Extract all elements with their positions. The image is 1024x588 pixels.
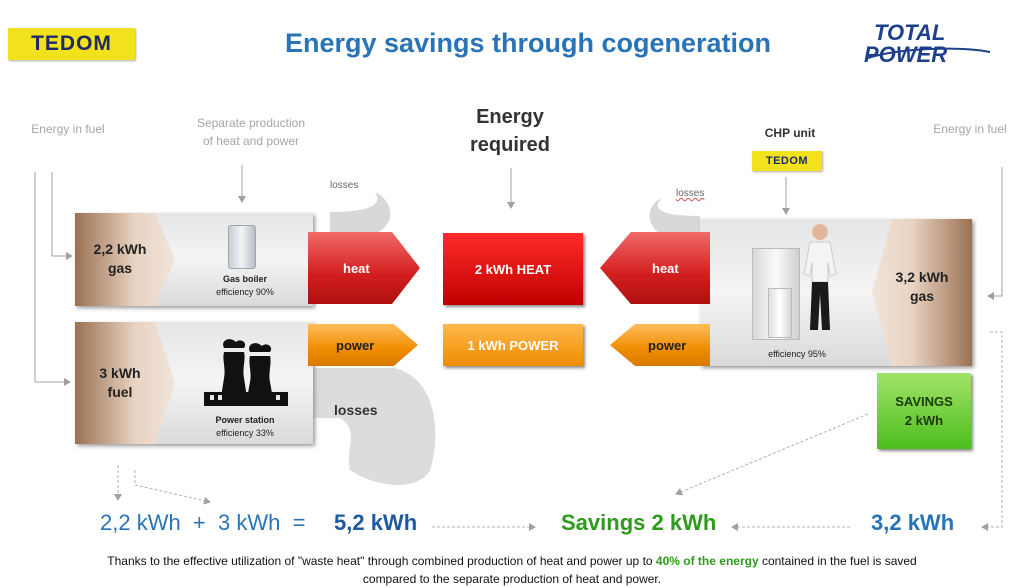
right-gas-text: 3,2 kWh gas [882,268,962,306]
savings-box: SAVINGS 2 kWh [877,373,971,449]
losses-big-label: losses [334,402,378,418]
left-gas-text: 2,2 kWh gas [80,240,160,278]
totalpower-line2: POWER [864,42,947,67]
heat-required-box: 2 kWh HEAT [443,233,583,305]
left-power-arrow: power [308,324,418,366]
savings-line2: 2 kWh [904,413,944,428]
power-station-caption: Power station efficiency 33% [190,414,300,440]
left-gas-label: gas [107,260,133,276]
losses-label-left: losses [330,180,359,191]
energy-required-line2: required [469,134,551,156]
gas-input-block [75,213,175,306]
equation-total: 5,2 kWh [334,510,418,535]
footer-line1: Thanks to the effective utilization of "… [20,552,1004,570]
totalpower-line1: TOTAL [874,20,945,45]
footer-line2: compared to the separate production of h… [362,572,662,586]
separate-line1: Separate production [196,116,306,130]
left-heat-label: heat [343,260,370,276]
chp-efficiency: efficiency 95% [768,349,826,359]
energy-in-fuel-right: Energy in fuel [933,122,1007,136]
right-power-label: power [648,337,687,353]
energy-required-label: Energy required [440,103,580,159]
gas-boiler-name: Gas boiler [222,274,267,284]
power-station-name: Power station [215,415,275,425]
savings-line1: SAVINGS [895,394,953,409]
footer-part1: Thanks to the effective utilization of "… [107,554,656,568]
right-heat-label: heat [652,260,679,276]
power-station-icon [204,339,288,406]
footer-part2: contained in the fuel is saved [758,554,917,568]
right-gas-label: gas [909,288,935,304]
chp-unit-label: CHP unit [764,126,816,140]
gas-boiler-efficiency: efficiency 90% [216,287,274,297]
left-gas-value: 2,2 kWh [93,241,147,257]
left-power-label: power [336,337,375,353]
chp-gas-block [872,219,972,366]
person-icon [803,224,837,330]
power-required-label: 1 kWh POWER [467,337,559,353]
power-station-efficiency: efficiency 33% [216,428,274,438]
footer-note: Thanks to the effective utilization of "… [20,552,1004,588]
equation-savings: Savings 2 kWh [561,510,717,535]
footer-highlight: 40% of the energy [655,554,759,568]
gas-boiler-icon [228,225,256,269]
energy-required-line1: Energy [476,106,544,128]
left-fuel-text: 3 kWh fuel [80,364,160,402]
chp-unit-front [768,288,792,338]
tedom-logo: TEDOM [8,28,135,60]
fuel-input-block [75,322,175,444]
losses-label-right: losses [676,188,705,199]
right-gas-value: 3,2 kWh [895,269,949,285]
energy-in-fuel-left: Energy in fuel [31,122,105,136]
left-fuel-label: fuel [107,384,133,400]
gas-boiler-caption: Gas boiler efficiency 90% [190,273,300,299]
chp-tedom-logo: TEDOM [752,151,822,171]
totalpower-logo: TOTAL POWER [864,20,991,67]
separate-line2: of heat and power [202,134,300,148]
heat-required-label: 2 kWh HEAT [474,261,552,277]
left-fuel-value: 3 kWh [99,365,141,381]
power-required-box: 1 kWh POWER [443,324,583,366]
equation-left: 2,2 kWh + 3 kWh = [100,510,306,535]
right-power-arrow: power [610,324,710,366]
equation-chp: 3,2 kWh [871,510,955,535]
separate-production-label: Separate production of heat and power [176,114,326,150]
page-title: Energy savings through cogeneration [284,28,772,58]
